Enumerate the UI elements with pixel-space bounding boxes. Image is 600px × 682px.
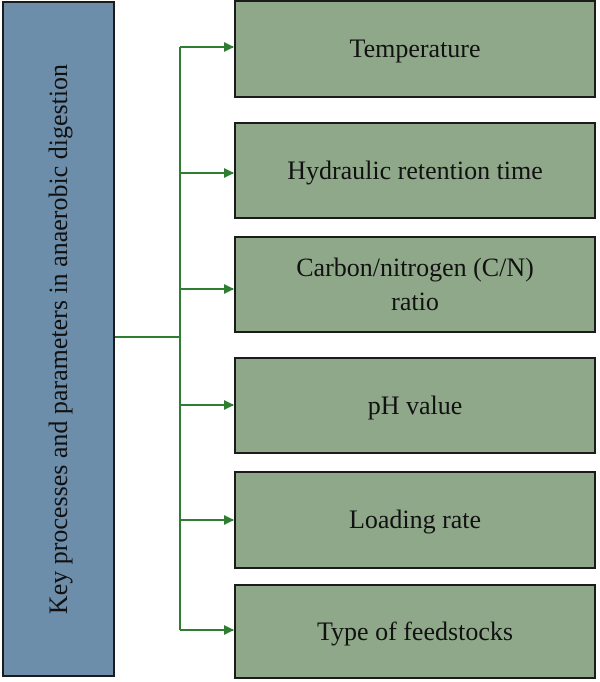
param-box-type-of-feedstocks: Type of feedstocks [234,584,596,679]
param-box-cn-ratio: Carbon/nitrogen (C/N) ratio [234,236,596,333]
root-node: Key processes and parameters in anaerobi… [2,1,115,677]
param-box-loading-rate: Loading rate [234,471,596,569]
param-label-hydraulic-retention-time: Hydraulic retention time [287,155,543,185]
param-label-ph-value: pH value [367,390,463,420]
param-label-type-of-feedstocks: Type of feedstocks [316,616,513,646]
param-label-cn-ratio: Carbon/nitrogen (C/N) ratio [296,252,534,316]
param-label-loading-rate: Loading rate [348,505,482,534]
param-box-temperature: Temperature [234,0,596,98]
param-box-hydraulic-retention-time: Hydraulic retention time [234,122,596,219]
param-label-temperature: Temperature [349,34,481,63]
param-box-ph-value: pH value [234,357,596,454]
